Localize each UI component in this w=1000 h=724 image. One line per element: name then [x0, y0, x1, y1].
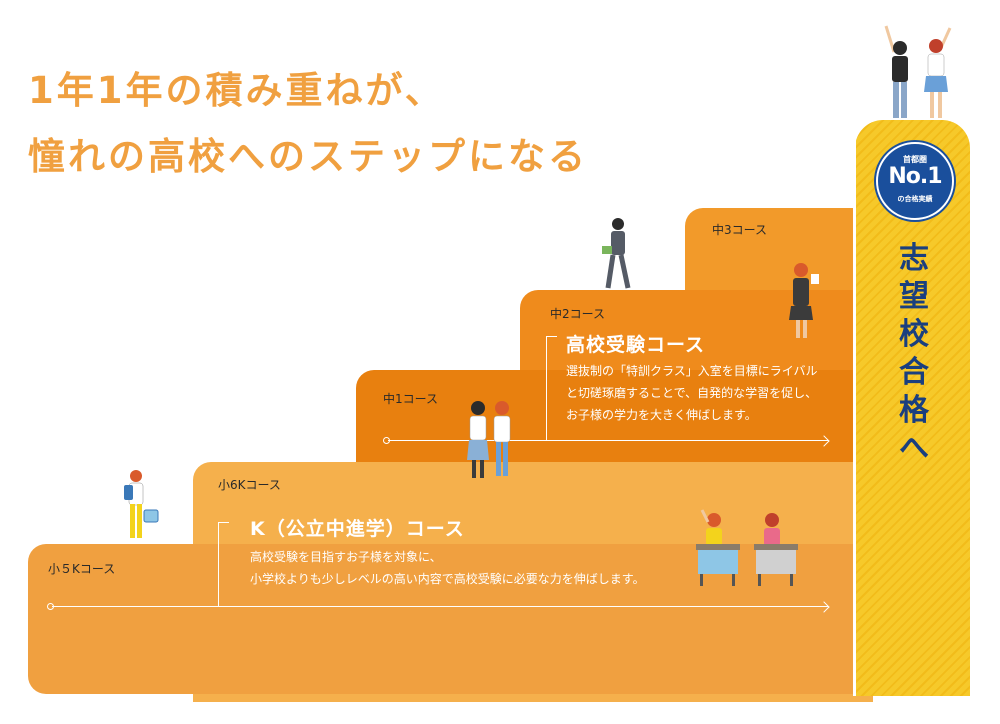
student-in-uniform-walking-illustration [602, 218, 631, 289]
two-students-talking-illustration [467, 401, 511, 478]
koukou-course-title: 高校受験コース [566, 334, 706, 356]
goal-char: 志 [899, 241, 929, 276]
headline-line-1: 1年1年の積み重ねが、 [28, 69, 445, 112]
course-bracket [218, 522, 229, 607]
koukou-desc-line: お子様の学力を大きく伸ばします。 [566, 408, 757, 422]
headline-line-2: 憧れの高校へのステップになる [28, 135, 588, 178]
student-writing-illustration [789, 263, 819, 338]
badge-rank: No.1 [888, 164, 942, 189]
timeline-arrow-upper [383, 436, 828, 444]
goal-char: 合 [899, 355, 929, 390]
goal-char: 格 [899, 393, 929, 428]
timeline-arrow-lower [47, 602, 828, 610]
koukou-desc-line: と切磋琢磨することで、自発的な学習を促し、 [566, 386, 818, 400]
koukou-course-description: 選抜制の「特訓クラス」入室を目標にライバル と切磋琢磨することで、自発的な学習を… [566, 360, 818, 426]
student-with-backpack-illustration [124, 470, 159, 538]
goal-char: 望 [899, 279, 929, 314]
no1-badge: 首都圏 No.1 の合格実績 [876, 142, 954, 220]
step-label-sho6k: 小6Kコース [218, 478, 281, 492]
badge-caption: の合格実績 [897, 195, 933, 203]
goal-char: へ [899, 431, 929, 466]
cheering-students-illustration [884, 25, 952, 118]
step-label-sho5k: 小５Kコース [48, 562, 116, 576]
step-label-chu1: 中1コース [383, 392, 439, 406]
k-course-title: K（公立中進学）コース [250, 518, 465, 540]
k-desc-line: 高校受験を目指すお子様を対象に、 [250, 550, 442, 564]
goal-char: 校 [899, 317, 929, 352]
students-at-desks-illustration [696, 509, 798, 586]
course-bracket [546, 336, 557, 440]
k-desc-line: 小学校よりも少しレベルの高い内容で高校受験に必要な力を伸ばします。 [250, 572, 645, 586]
goal-divider [853, 120, 856, 696]
koukou-desc-line: 選抜制の「特訓クラス」入室を目標にライバル [566, 364, 818, 378]
step-label-chu2: 中2コース [550, 307, 606, 321]
k-course-description: 高校受験を目指すお子様を対象に、 小学校よりも少しレベルの高い内容で高校受験に必… [250, 546, 645, 590]
goal-vertical-text: 志 望 校 合 格 へ [897, 240, 931, 468]
badge-region: 首都圏 [903, 155, 927, 164]
step-label-chu3: 中3コース [712, 223, 768, 237]
